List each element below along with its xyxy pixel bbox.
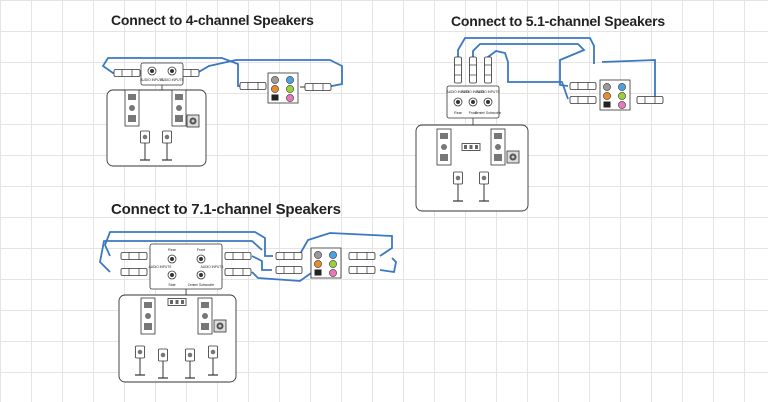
speaker-icon bbox=[436, 128, 452, 166]
jack-label: AUDIO INPUTS bbox=[140, 78, 164, 82]
jack-label: AUDIO INPUTS bbox=[149, 265, 172, 269]
title-4-channel: Connect to 4-channel Speakers bbox=[111, 12, 314, 28]
center-speaker-icon bbox=[167, 298, 187, 306]
rca-plug-icon bbox=[348, 266, 376, 274]
cable-5ch-front bbox=[472, 43, 586, 87]
diagram-5-1-channel: AUDIO INPUTS AUDIO INPUTS AUDIO INPUTS R… bbox=[415, 37, 664, 212]
subwoofer-icon bbox=[506, 150, 520, 164]
rca-plug-icon bbox=[113, 69, 141, 77]
rca-plug-icon bbox=[454, 56, 462, 84]
cable-5ch-center bbox=[487, 50, 569, 100]
speaker-icon bbox=[140, 297, 156, 335]
diagram-4-channel: AUDIO INPUTS AUDIO INPUTS bbox=[101, 57, 343, 167]
rca-plug-icon bbox=[224, 268, 252, 276]
subwoofer-icon bbox=[186, 114, 200, 128]
jack-label: AUDIO INPUTS bbox=[477, 90, 500, 94]
jack-caption: Front bbox=[469, 111, 477, 115]
audio-panel-icon bbox=[310, 247, 342, 279]
jack-label: AUDIO INPUTS bbox=[160, 78, 184, 82]
jack-caption: Rear bbox=[454, 111, 463, 115]
speaker-area bbox=[106, 89, 207, 167]
rca-plug-icon bbox=[224, 252, 252, 260]
rca-plug-icon bbox=[239, 82, 267, 90]
speaker-area bbox=[415, 124, 529, 212]
audio-panel-icon bbox=[599, 79, 631, 111]
rca-plug-icon bbox=[569, 96, 597, 104]
jack-caption: Center/ Subwoofer bbox=[188, 283, 216, 287]
jack-caption: Rear bbox=[168, 248, 177, 252]
cable-4ch-front bbox=[101, 57, 243, 87]
title-7-1-channel: Connect to 7.1-channel Speakers bbox=[111, 201, 341, 218]
speaker-icon bbox=[124, 89, 140, 127]
rca-plug-icon bbox=[348, 252, 376, 260]
cable-7ch-front bbox=[251, 255, 272, 271]
speaker-icon bbox=[490, 128, 506, 166]
rca-plug-icon bbox=[569, 82, 597, 90]
jack-label: AUDIO INPUTS bbox=[201, 265, 224, 269]
jack-label: AUDIO INPUTS bbox=[447, 90, 470, 94]
rca-plug-icon bbox=[275, 266, 303, 274]
subwoofer-icon bbox=[213, 319, 227, 333]
title-5-1-channel: Connect to 5.1-channel Speakers bbox=[451, 13, 665, 29]
jack-caption: Front bbox=[197, 248, 205, 252]
speaker-icon bbox=[171, 89, 187, 127]
rca-plug-icon bbox=[304, 83, 332, 91]
jack-caption: Center/ Subwoofer bbox=[475, 111, 503, 115]
rca-plug-icon bbox=[484, 56, 492, 84]
center-speaker-icon bbox=[461, 143, 481, 151]
rca-plug-icon bbox=[275, 252, 303, 260]
jack-label: AUDIO INPUTS bbox=[462, 90, 485, 94]
cable-5ch-rear bbox=[457, 37, 595, 64]
rca-plug-icon bbox=[469, 56, 477, 84]
cable-7ch-rear bbox=[104, 231, 273, 257]
cable-7ch-side bbox=[99, 240, 263, 273]
speaker-area bbox=[118, 294, 237, 383]
speaker-icon bbox=[197, 297, 213, 335]
jack-caption: Side bbox=[168, 283, 175, 287]
audio-panel-icon bbox=[267, 72, 299, 104]
rca-plug-icon bbox=[120, 252, 148, 260]
rca-plug-icon bbox=[120, 268, 148, 276]
diagram-7-1-channel: Rear Front AUDIO INPUTS AUDIO INPUTS Sid… bbox=[99, 231, 397, 383]
cable-7ch-center bbox=[251, 270, 315, 282]
rca-plug-icon bbox=[636, 96, 664, 104]
